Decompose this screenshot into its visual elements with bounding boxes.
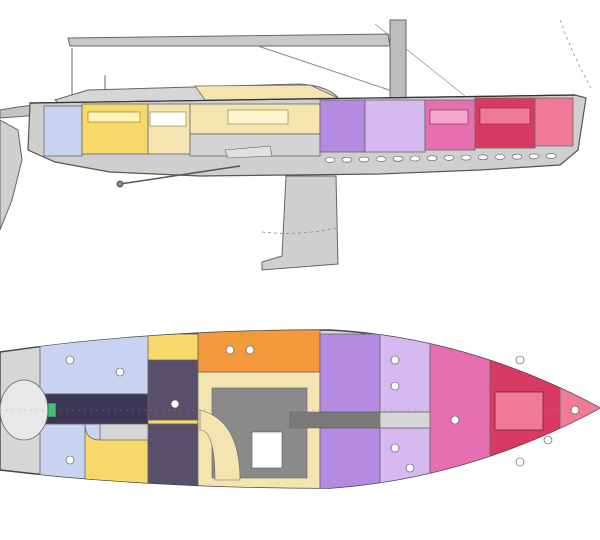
zone-forepeak [534, 97, 574, 147]
zone-guest-cabin-2 [364, 99, 426, 153]
saloon-sofa [227, 109, 289, 125]
fixture-icon [450, 415, 460, 425]
fixture-icon [515, 457, 525, 467]
porthole [375, 156, 387, 162]
porthole [392, 156, 404, 162]
plan-aft-cabin-port [39, 335, 151, 395]
porthole [426, 155, 438, 161]
fixture-icon [390, 443, 400, 453]
fixture-icon [390, 381, 400, 391]
zone-guest-cabin-3 [424, 99, 476, 151]
porthole [545, 153, 557, 159]
prop-shaft [119, 165, 241, 185]
rudder [0, 119, 23, 231]
fixture-icon [245, 345, 255, 355]
porthole [477, 154, 489, 161]
engine-block [224, 145, 273, 159]
forestay-line [559, 19, 593, 91]
fixture-icon [170, 399, 180, 409]
plan-guest-cabin-starboard [319, 427, 381, 488]
porthole [409, 155, 421, 162]
porthole [528, 153, 540, 160]
porthole [460, 154, 472, 161]
fixture-icon [65, 355, 75, 365]
mast [389, 19, 407, 101]
porthole [341, 156, 353, 163]
propeller [116, 180, 124, 188]
settee [87, 111, 141, 123]
fixture-icon [225, 345, 235, 355]
plan-guest-cabin-port [319, 333, 381, 413]
side-profile-view [0, 19, 593, 271]
porthole [358, 156, 370, 163]
galley-counter [149, 111, 187, 127]
zone-aft-saloon [81, 103, 149, 155]
plan-mid-corridor [289, 411, 381, 429]
plan-fixtures [65, 345, 580, 473]
porthole [511, 153, 523, 160]
vang-line [257, 45, 396, 93]
plan-nav-station [197, 330, 321, 373]
porthole [494, 154, 506, 160]
fixture-icon [390, 355, 400, 365]
sheer-line [29, 94, 576, 104]
keel-dash-line [261, 227, 337, 234]
porthole-row [324, 153, 557, 163]
owner-berth [479, 107, 531, 125]
zone-aft-cabin [43, 105, 83, 157]
boom [67, 33, 391, 47]
plan-aft-passage [147, 423, 201, 488]
berth [429, 109, 469, 125]
zone-guest-cabin-1 [319, 99, 366, 153]
fixture-icon [405, 463, 415, 473]
plan-saloon-table [251, 431, 283, 469]
fixture-icon [65, 455, 75, 465]
zone-galley [147, 103, 191, 155]
deck-plan-view [0, 329, 600, 489]
fixture-icon [515, 355, 525, 365]
porthole [324, 157, 336, 163]
plan-guest-head-starboard [379, 427, 431, 488]
porthole [443, 155, 455, 161]
shroud-line [374, 23, 471, 101]
plan-owner-berth [494, 391, 544, 431]
plan-galley-floor [147, 359, 199, 421]
plan-guest-head-port [379, 333, 431, 413]
keel [261, 175, 339, 271]
fixture-icon [543, 435, 553, 445]
fixture-icon [115, 367, 125, 377]
plan-saloon-curved-sofa [199, 409, 241, 481]
